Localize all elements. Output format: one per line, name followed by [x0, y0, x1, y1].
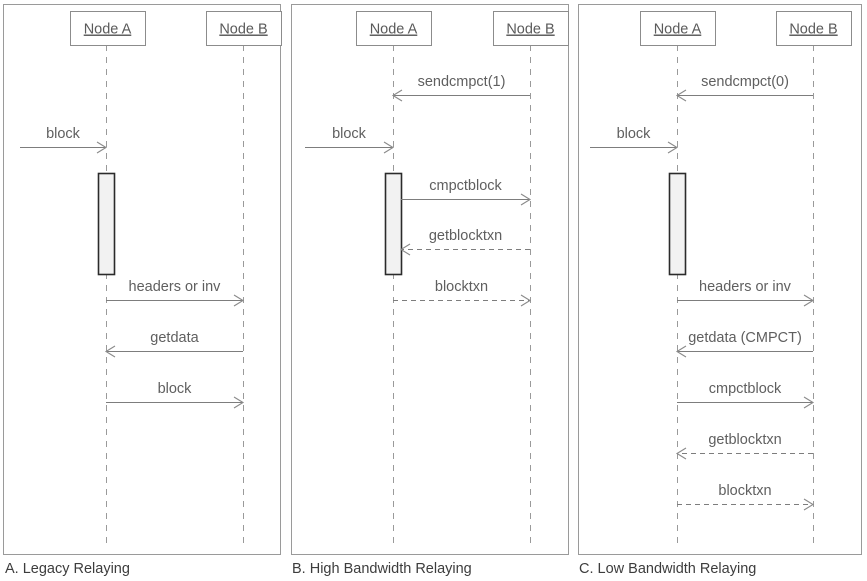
panel-caption-panel-a: A. Legacy Relaying	[5, 561, 130, 577]
panels-root: Node A Node B block headers or inv getdata bl…	[3, 4, 862, 577]
message-label: getdata	[150, 330, 199, 346]
message-c-headers-or-inv: headers or inv	[677, 279, 815, 307]
message-c-getdata-cmpct: getdata (CMPCT)	[675, 330, 813, 358]
message-a-block-in: block	[20, 126, 108, 154]
message-b-sendcmpct: sendcmpct(1)	[391, 74, 530, 102]
message-arrowhead	[803, 396, 815, 409]
message-b-blocktxn: blocktxn	[393, 279, 532, 307]
message-label: headers or inv	[699, 279, 792, 295]
participant-box-node-a[interactable]	[356, 11, 432, 46]
participant-label-node-a: Node A	[84, 22, 132, 38]
message-arrowhead	[675, 447, 687, 460]
panel-caption-panel-b: B. High Bandwidth Relaying	[292, 561, 472, 577]
message-arrowhead	[233, 294, 245, 307]
message-label: block	[617, 126, 652, 142]
message-arrowhead	[675, 89, 687, 102]
message-a-headers-or-inv: headers or inv	[106, 279, 245, 307]
message-label: headers or inv	[129, 279, 222, 295]
participant-box-node-a[interactable]	[70, 11, 146, 46]
message-arrowhead	[667, 141, 679, 154]
message-arrowhead	[383, 141, 395, 154]
message-c-cmpctblock: cmpctblock	[677, 381, 815, 409]
message-label: block	[158, 381, 193, 397]
participant-box-node-b[interactable]	[206, 11, 282, 46]
message-arrowhead	[520, 193, 532, 206]
participant-label-node-a: Node A	[370, 22, 418, 38]
message-arrowhead	[675, 345, 687, 358]
activation-bar	[384, 172, 403, 276]
message-a-getdata: getdata	[104, 330, 243, 358]
activation-bar	[97, 172, 116, 276]
message-arrowhead	[803, 294, 815, 307]
message-arrowhead	[803, 498, 815, 511]
message-arrowhead	[233, 396, 245, 409]
panel-caption-panel-c: C. Low Bandwidth Relaying	[579, 561, 756, 577]
message-label: block	[46, 126, 81, 142]
message-label: blocktxn	[435, 279, 488, 295]
participant-box-node-a[interactable]	[640, 11, 716, 46]
message-label: getblocktxn	[429, 228, 502, 244]
participant-label-node-a: Node A	[654, 22, 702, 38]
message-arrowhead	[96, 141, 108, 154]
message-label: cmpctblock	[429, 178, 502, 194]
message-c-blocktxn: blocktxn	[677, 483, 815, 511]
message-label: cmpctblock	[709, 381, 782, 397]
message-label: sendcmpct(0)	[701, 74, 789, 90]
activation-bar	[668, 172, 687, 276]
message-label: block	[332, 126, 367, 142]
message-b-getblocktxn: getblocktxn	[399, 228, 530, 256]
message-label: blocktxn	[718, 483, 771, 499]
participant-label-node-b: Node B	[789, 22, 837, 38]
message-arrowhead	[520, 294, 532, 307]
message-c-sendcmpct: sendcmpct(0)	[675, 74, 813, 102]
message-label: getdata (CMPCT)	[688, 330, 802, 346]
sequence-panel-panel-b: Node A Node B sendcmpct(1) block cmpctblock g…	[291, 4, 569, 555]
participant-label-node-b: Node B	[219, 22, 267, 38]
participant-box-node-b[interactable]	[493, 11, 569, 46]
message-a-block-out: block	[106, 381, 245, 409]
panel-frame	[291, 4, 569, 555]
message-c-block-in: block	[590, 126, 679, 154]
message-b-cmpctblock: cmpctblock	[401, 178, 532, 206]
panel-frame	[3, 4, 281, 555]
panel-frame	[578, 4, 862, 555]
participant-box-node-b[interactable]	[776, 11, 852, 46]
message-b-block-in: block	[305, 126, 395, 154]
message-arrowhead	[104, 345, 116, 358]
message-label: sendcmpct(1)	[418, 74, 506, 90]
message-c-getblocktxn: getblocktxn	[675, 432, 813, 460]
sequence-panel-panel-a: Node A Node B block headers or inv getdata bl…	[3, 4, 282, 555]
message-arrowhead	[391, 89, 403, 102]
sequence-panel-panel-c: Node A Node B sendcmpct(0) block headers or …	[578, 4, 862, 555]
message-arrowhead	[399, 243, 411, 256]
participant-label-node-b: Node B	[506, 22, 554, 38]
message-label: getblocktxn	[708, 432, 781, 448]
